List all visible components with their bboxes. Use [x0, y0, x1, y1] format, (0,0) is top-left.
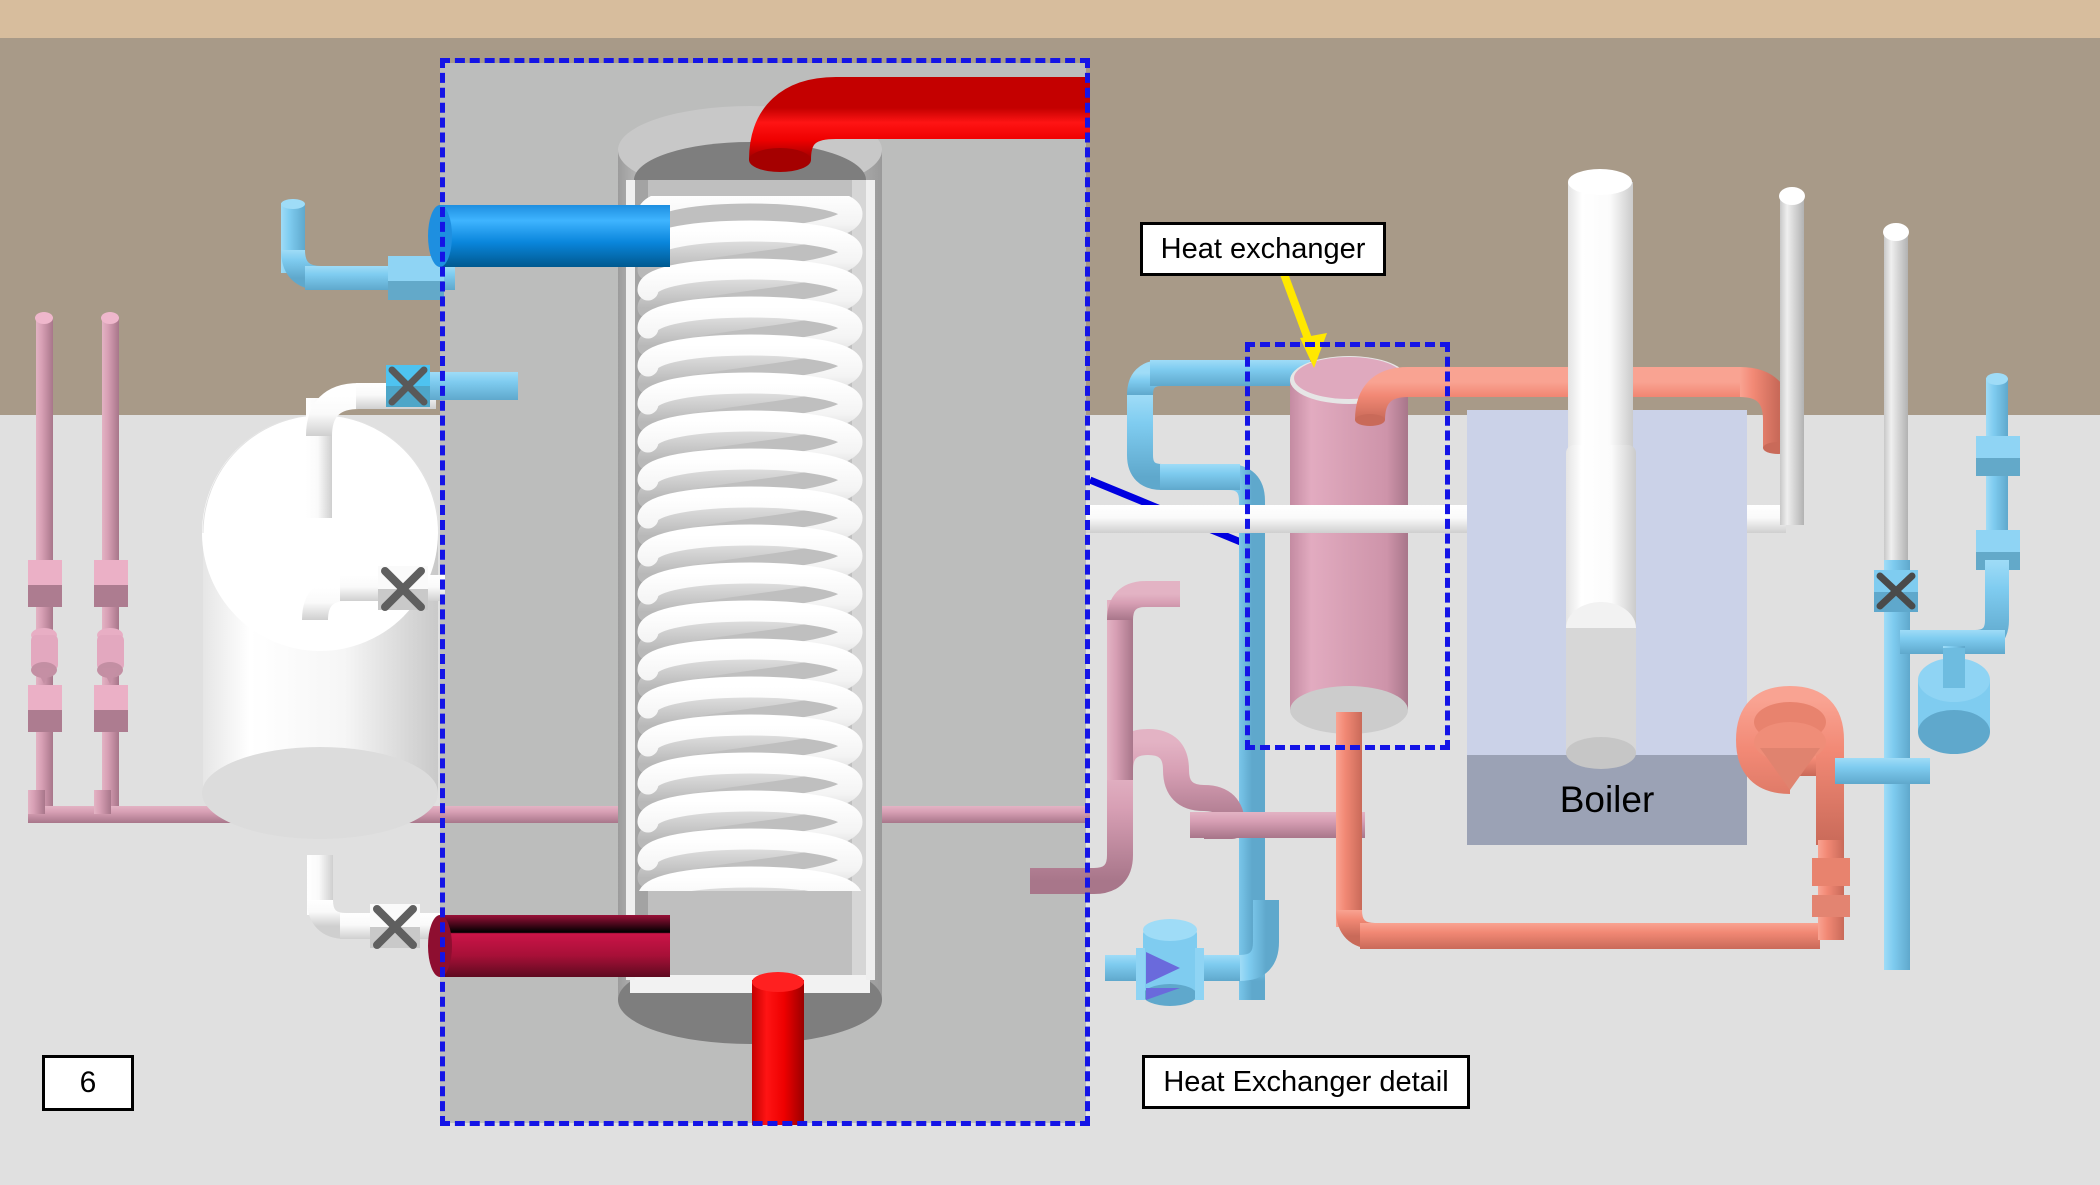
- cold-water-feed-pipe: [428, 205, 670, 267]
- isolation-valve-tank-mid[interactable]: [378, 566, 428, 611]
- isolation-valve-right-riser[interactable]: [1874, 570, 1918, 612]
- heat-exchanger-detail-label: Heat Exchanger detail: [1142, 1055, 1470, 1109]
- heat-exchanger-pointer-arrow: [1280, 272, 1327, 368]
- boiler-unit: [1467, 169, 1793, 845]
- hx-top-inlet-pipe: [1355, 367, 1740, 426]
- right-blue-circuit: [1835, 373, 2020, 970]
- tank-bottom-outlet-pipe: [752, 972, 804, 1125]
- heat-exchanger-box: [1245, 342, 1450, 750]
- heat-exchanger-label: Heat exchanger: [1140, 222, 1386, 276]
- boiler-outlet-valve[interactable]: [1736, 686, 1850, 940]
- cold-feed-inlet-pipe: [281, 199, 455, 300]
- circulation-pump[interactable]: [1136, 919, 1204, 1006]
- helical-heat-exchanger-coil: [627, 196, 863, 891]
- heat-exchanger-detail-box: [440, 58, 1090, 1126]
- heat-exchanger-vessel: [1290, 356, 1408, 734]
- background-ceiling-strip: [0, 0, 2100, 38]
- right-grey-rods: [1779, 187, 1916, 592]
- boiler-label: Boiler: [1559, 779, 1655, 820]
- isolation-valve-cold-top[interactable]: [386, 365, 518, 407]
- heating-return-pipe: [1030, 581, 1365, 894]
- page-number-label: 6: [42, 1055, 134, 1111]
- isolation-valve-tank-bottom[interactable]: [370, 904, 420, 949]
- hot-water-outlet-pipe: [749, 77, 1090, 172]
